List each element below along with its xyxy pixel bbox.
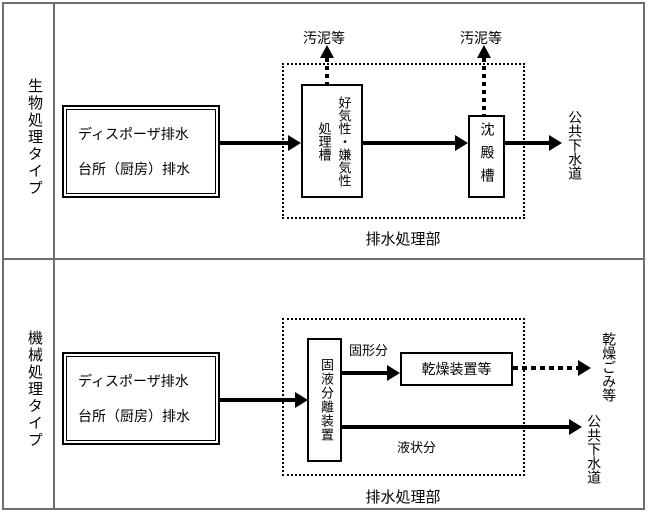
- arrow-settling-to-sewer: [505, 141, 549, 145]
- solid-fraction-label: 固形分: [349, 344, 389, 359]
- source-box-inner-border: ディスポーザ排水 台所（厨房）排水: [66, 109, 216, 194]
- arrow-source-to-separator-head: [295, 392, 308, 408]
- drainage-area-caption-biological: 排水処理部: [365, 230, 441, 248]
- section-divider: [2, 258, 645, 260]
- source-box-mechanical: ディスポーザ排水 台所（厨房）排水: [62, 352, 220, 445]
- liquid-fraction-label: 液状分: [397, 441, 437, 456]
- kitchen-drain-label: 台所（厨房）排水: [78, 409, 190, 426]
- arrow-separator-to-sewer-head: [569, 419, 582, 435]
- kitchen-drain-label: 台所（厨房）排水: [78, 162, 190, 179]
- settling-tank-label: 沈殿槽: [478, 122, 495, 191]
- sludge-arrow-tank-head: [320, 45, 334, 58]
- drainage-treatment-area-mechanical: [282, 318, 525, 476]
- solid-liquid-separator-box: 固液分離装置: [307, 338, 342, 462]
- treatment-tank-name: 処理槽: [315, 121, 331, 161]
- settling-tank-box: 沈殿槽: [468, 115, 505, 198]
- disposer-drain-label: ディスポーザ排水: [78, 126, 189, 143]
- arrow-separator-to-sewer: [342, 425, 569, 429]
- row-label-biological: 生物処理タイプ: [26, 78, 44, 197]
- drying-device-label: 乾燥装置等: [421, 362, 492, 378]
- outer-frame: [2, 2, 645, 510]
- source-box-biological: ディスポーザ排水 台所（厨房）排水: [62, 105, 220, 198]
- dotted-arrow-dryer-to-waste-head: [578, 360, 591, 376]
- arrow-tank-to-settling-head: [455, 135, 468, 151]
- arrow-settling-to-sewer-head: [549, 135, 562, 151]
- drying-device-box: 乾燥装置等: [400, 352, 513, 386]
- treatment-tank-box: 処理槽 好気性・嫌気性: [301, 84, 363, 198]
- arrow-source-to-separator: [220, 398, 295, 402]
- arrow-source-to-tank: [220, 141, 288, 145]
- sludge-label-settling: 汚泥等: [460, 31, 502, 47]
- arrow-separator-to-dryer-head: [387, 365, 400, 381]
- treatment-tank-attribute: 好気性・嫌気性: [335, 95, 351, 187]
- public-sewer-label-mechanical: 公共下水道: [585, 414, 602, 484]
- public-sewer-label-biological: 公共下水道: [566, 110, 583, 180]
- sludge-label-tank: 汚泥等: [303, 31, 345, 47]
- sludge-arrow-tank-line: [325, 58, 329, 84]
- row-label-mechanical: 機械処理タイプ: [26, 330, 44, 449]
- source-box-inner-border: ディスポーザ排水 台所（厨房）排水: [66, 356, 216, 441]
- drainage-area-caption-mechanical: 排水処理部: [365, 488, 441, 506]
- dried-waste-label: 乾燥ごみ等: [600, 332, 617, 402]
- disposer-drain-label: ディスポーザ排水: [78, 373, 189, 390]
- row-label-column-divider: [53, 2, 55, 510]
- arrow-tank-to-settling: [363, 141, 455, 145]
- sludge-arrow-settling-line: [482, 58, 486, 115]
- sludge-arrow-settling-head: [477, 45, 491, 58]
- arrow-separator-to-dryer: [342, 371, 387, 375]
- arrow-source-to-tank-head: [288, 135, 301, 151]
- solid-liquid-separator-label: 固液分離装置: [317, 358, 333, 442]
- dotted-arrow-dryer-to-waste: [513, 366, 578, 370]
